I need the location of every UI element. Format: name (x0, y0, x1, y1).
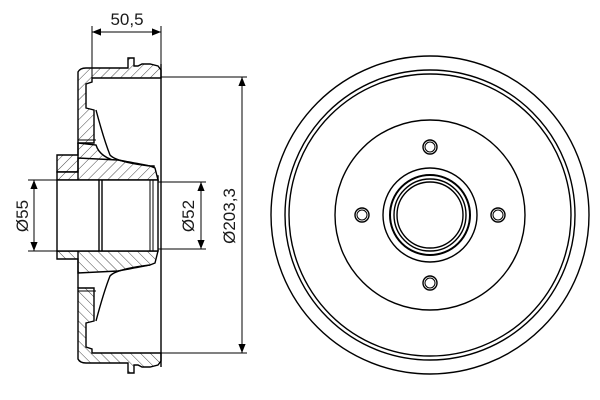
drum-diameter-dimension: Ø203,3 (220, 188, 239, 244)
bolt-hole (422, 275, 438, 291)
width-dimension: 50,5 (110, 10, 143, 29)
hub-ring (389, 174, 471, 256)
hub-disc (334, 119, 526, 311)
center-bore (396, 181, 464, 249)
section-view (56, 57, 162, 374)
hub-ring-outer (382, 167, 478, 263)
dimensions: 50,5 Ø55 Ø52 Ø203,3 (13, 10, 247, 354)
bore-outer-dimension: Ø55 (13, 200, 32, 232)
web-contour-top (95, 109, 151, 167)
web-contour-bottom (95, 264, 151, 322)
bolt-hole (422, 139, 438, 155)
bolt-hole (354, 207, 370, 223)
hub-bottom (56, 250, 159, 274)
bolt-hole (490, 207, 506, 223)
bore (56, 179, 159, 252)
drum-rim-bottom (77, 287, 162, 374)
drum-outer-edge (270, 55, 590, 375)
bore-inner-dimension: Ø52 (179, 200, 198, 232)
hub-ring-inner (393, 178, 467, 252)
drum-inner-edge (284, 69, 576, 361)
front-view (270, 55, 590, 375)
drum-inner-edge-2 (288, 73, 572, 357)
drum-rim-top (77, 57, 162, 144)
